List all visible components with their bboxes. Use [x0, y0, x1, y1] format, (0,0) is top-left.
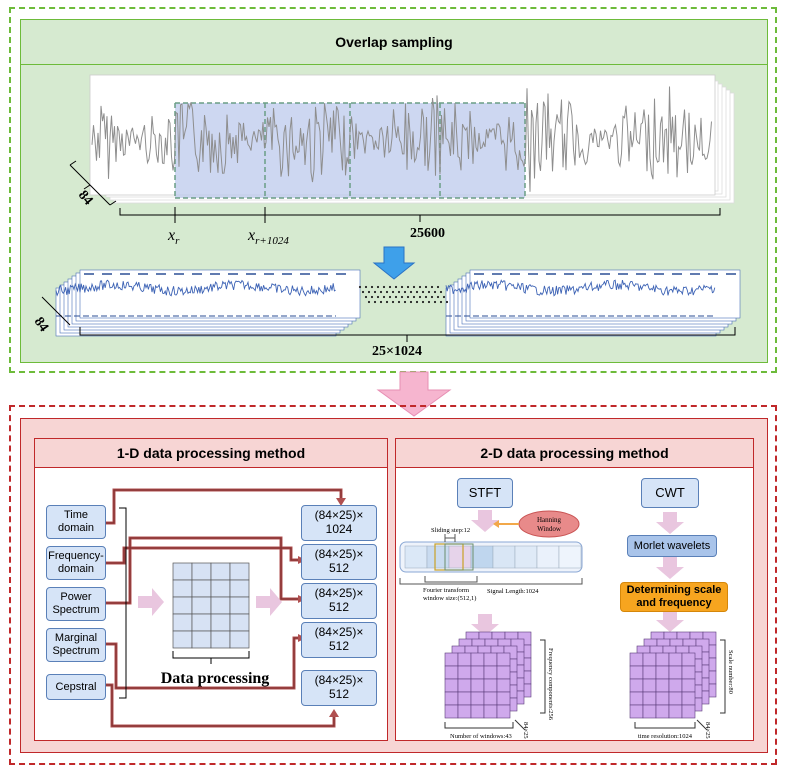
- one-d-title: 1-D data processing method: [116, 445, 306, 461]
- stft-arrow2-icon: [471, 614, 499, 636]
- cwt-arrow2-icon: [656, 557, 684, 579]
- xr-label: xr: [167, 227, 180, 247]
- one-d-title-bar: 1-D data processing method: [34, 438, 388, 468]
- front-signal-waveform: [91, 86, 712, 192]
- overlap-outer-border: [9, 7, 777, 373]
- ellipsis-dots: [358, 285, 449, 304]
- data-processing-matrix: [172, 562, 250, 649]
- morlet-box[interactable]: Morlet wavelets: [627, 535, 717, 557]
- scale-number-label: Scale number:80: [727, 650, 734, 694]
- one-d-connectors: [106, 488, 346, 728]
- output-power-spectrum[interactable]: (84×25)× 512: [301, 583, 377, 619]
- input-frequency-domain[interactable]: Frequency-domain: [46, 546, 106, 580]
- output-cepstral[interactable]: (84×25)× 512: [301, 670, 377, 706]
- output-time-domain[interactable]: (84×25)× 1024: [301, 505, 377, 541]
- two-d-title-bar: 2-D data processing method: [395, 438, 754, 468]
- stft-feature-cube: [444, 631, 532, 719]
- segment-stack-left: [55, 269, 361, 337]
- pink-arrow-icon: [376, 371, 452, 417]
- cwt-box[interactable]: CWT: [641, 478, 699, 508]
- input-marginal-spectrum[interactable]: Marginal Spectrum: [46, 628, 106, 662]
- stft-arrow-icon: [471, 510, 499, 532]
- processing-outer-border: [9, 405, 777, 765]
- hanning-window-badge: [518, 510, 580, 538]
- depth-brace-ticks: [69, 160, 117, 206]
- overlap-title-bar: Overlap sampling: [20, 19, 768, 65]
- length-brace: [119, 208, 721, 216]
- sliding-step-label: Sliding step:12: [431, 527, 470, 534]
- matrix-out-arrow-icon: [256, 588, 282, 616]
- hanning-label-line2: Window: [537, 525, 562, 533]
- output-marginal-spectrum[interactable]: (84×25)× 512: [301, 622, 377, 658]
- stft-depth-label: 84×25: [522, 722, 529, 739]
- input-cepstral[interactable]: Cepstral: [46, 674, 106, 700]
- bottom-depth-label: 84: [31, 315, 51, 335]
- fourier-window-line2: window size:(512,1): [423, 595, 476, 602]
- cwt-arrow-icon: [656, 512, 684, 534]
- output-frequency-domain[interactable]: (84×25)× 512: [301, 544, 377, 580]
- overlap-title: Overlap sampling: [335, 33, 453, 50]
- num-windows-label: Number of windows:43: [450, 733, 512, 740]
- freq-components-label: Frequency components:256: [547, 648, 554, 721]
- cwt-depth-label: 84×25: [704, 722, 711, 739]
- xr1024-label: xr+1024: [247, 227, 289, 247]
- segment-stack-right: [445, 269, 741, 337]
- two-d-title: 2-D data processing method: [480, 445, 669, 461]
- window-dividers: [174, 102, 526, 199]
- matrix-in-arrow-icon: [138, 588, 164, 616]
- stft-box[interactable]: STFT: [457, 478, 513, 508]
- stft-signal-windows: [404, 543, 582, 571]
- two-d-figure: Hanning Window Sliding step:12 Fourier t…: [399, 510, 734, 740]
- length-label: 25600: [410, 226, 445, 241]
- scale-frequency-box[interactable]: Determining scale and frequency: [620, 582, 728, 612]
- down-arrow-icon: [372, 246, 416, 280]
- cwt-arrow3-icon: [656, 611, 684, 632]
- hanning-label-line1: Hanning: [537, 516, 562, 524]
- fourier-window-line1: Fourier transform: [423, 587, 469, 594]
- xr-bracket: [174, 207, 266, 223]
- cwt-feature-cube: [629, 631, 717, 719]
- data-processing-caption: Data processing: [160, 670, 270, 687]
- bottom-depth-brace: [41, 296, 71, 326]
- bottom-length-brace: [79, 327, 736, 342]
- bottom-length-label: 25×1024: [372, 344, 422, 359]
- signal-length-label: Signal Length:1024: [487, 588, 539, 595]
- sampling-window-highlight: [175, 103, 525, 198]
- time-resolution-label: time resolution:1024: [638, 733, 693, 740]
- overlap-figure: 84 25600 xr xr+1024 84 25×1024: [31, 74, 741, 359]
- input-power-spectrum[interactable]: Power Spectrum: [46, 587, 106, 621]
- input-time-domain[interactable]: Time domain: [46, 505, 106, 539]
